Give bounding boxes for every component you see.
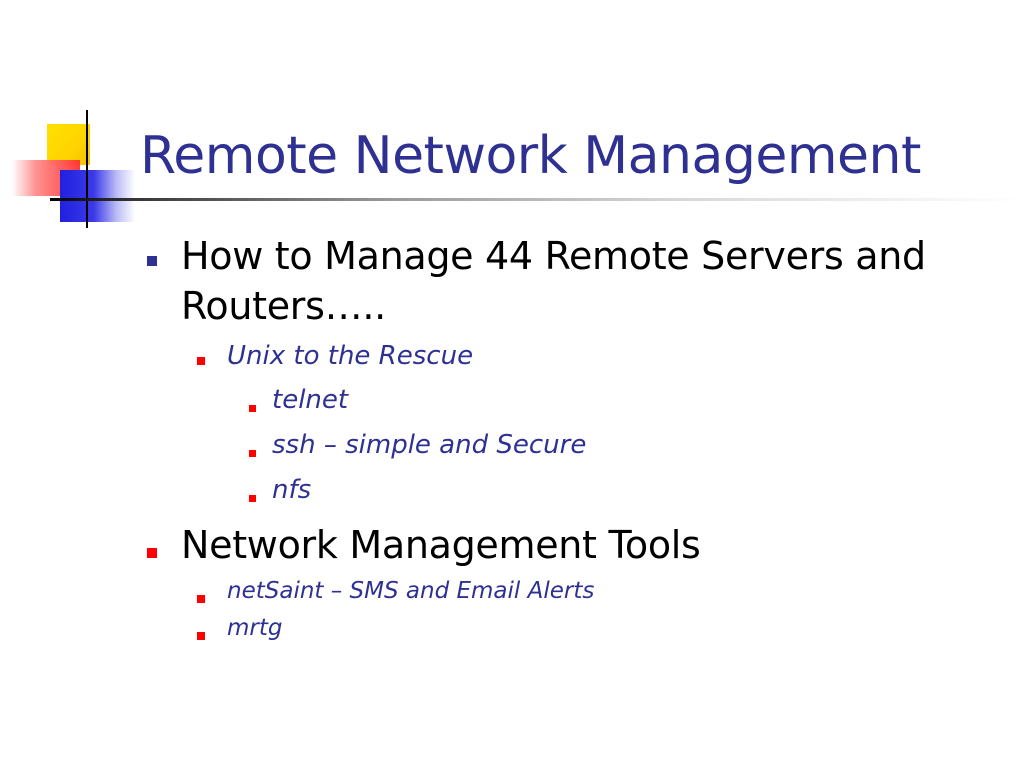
bullet-marker-red	[197, 632, 205, 640]
slide-logo-decoration	[0, 0, 150, 240]
sub-sub-bullet-telnet: telnet	[272, 385, 349, 415]
bullet-marker-blue	[147, 256, 157, 266]
logo-yellow-square	[47, 124, 90, 165]
bullet-marker-red	[197, 595, 205, 603]
bullet-marker-red	[147, 548, 157, 558]
logo-vertical-line	[86, 110, 88, 228]
sub-bullet-netsaint: netSaint – SMS and Email Alerts	[227, 578, 595, 604]
bullet-1-text-line1: How to Manage 44 Remote Servers and	[181, 234, 926, 278]
slide-title: Remote Network Management	[140, 126, 921, 186]
bullet-marker-red	[249, 405, 256, 412]
bullet-marker-red	[249, 450, 256, 457]
sub-sub-bullet-ssh: ssh – simple and Secure	[272, 430, 587, 460]
title-underline	[50, 198, 1024, 201]
bullet-marker-red	[197, 357, 205, 365]
bullet-marker-red	[249, 495, 256, 502]
sub-bullet-mrtg: mrtg	[227, 615, 283, 641]
bullet-2-text: Network Management Tools	[181, 523, 701, 567]
logo-blue-square	[60, 170, 135, 222]
sub-sub-bullet-nfs: nfs	[272, 475, 312, 505]
sub-bullet-unix: Unix to the Rescue	[227, 341, 474, 371]
bullet-1-text-line2: Routers…..	[181, 284, 386, 328]
